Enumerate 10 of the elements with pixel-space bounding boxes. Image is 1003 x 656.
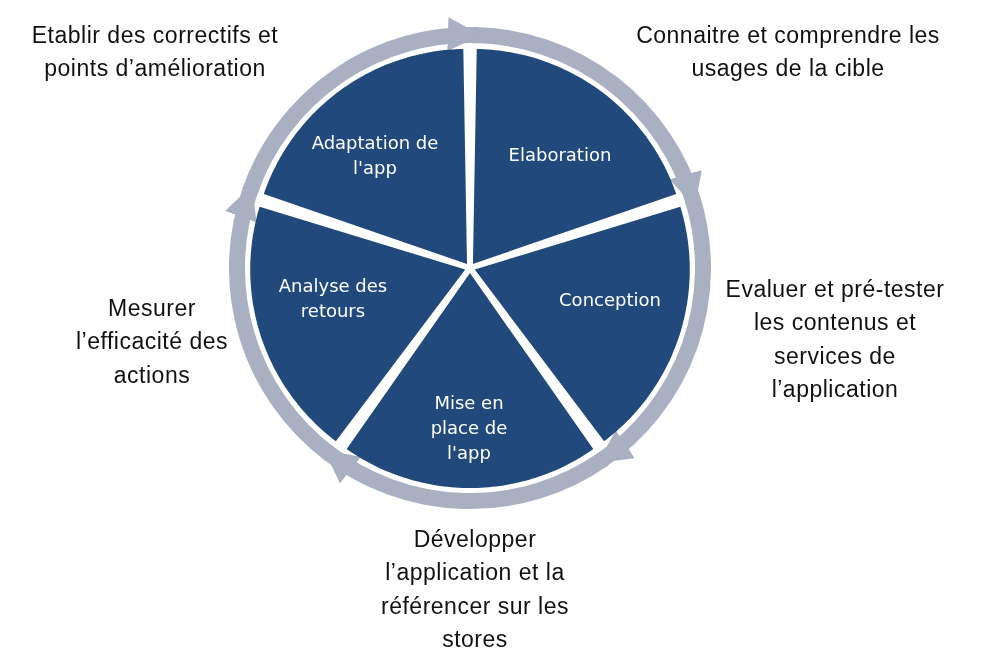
segment-label: Conception — [558, 288, 662, 313]
description-text: Connaitre et comprendre les usages de la cible — [635, 20, 941, 83]
segment-label: Mise en place de l'app — [429, 391, 509, 466]
description-text: Etablir des correctifs et points d’amélioration — [30, 20, 280, 83]
description-text: Développer l’application et la référencer sur les stores — [380, 525, 570, 655]
description-text: Mesurer l’efficacité des actions — [74, 294, 229, 390]
description-text: Evaluer et pré-tester les contenus et services de l’application — [724, 275, 946, 405]
segment-label: Analyse des retours — [277, 273, 389, 323]
segment-label: Elaboration — [507, 143, 613, 168]
cycle-arrow — [322, 445, 608, 509]
